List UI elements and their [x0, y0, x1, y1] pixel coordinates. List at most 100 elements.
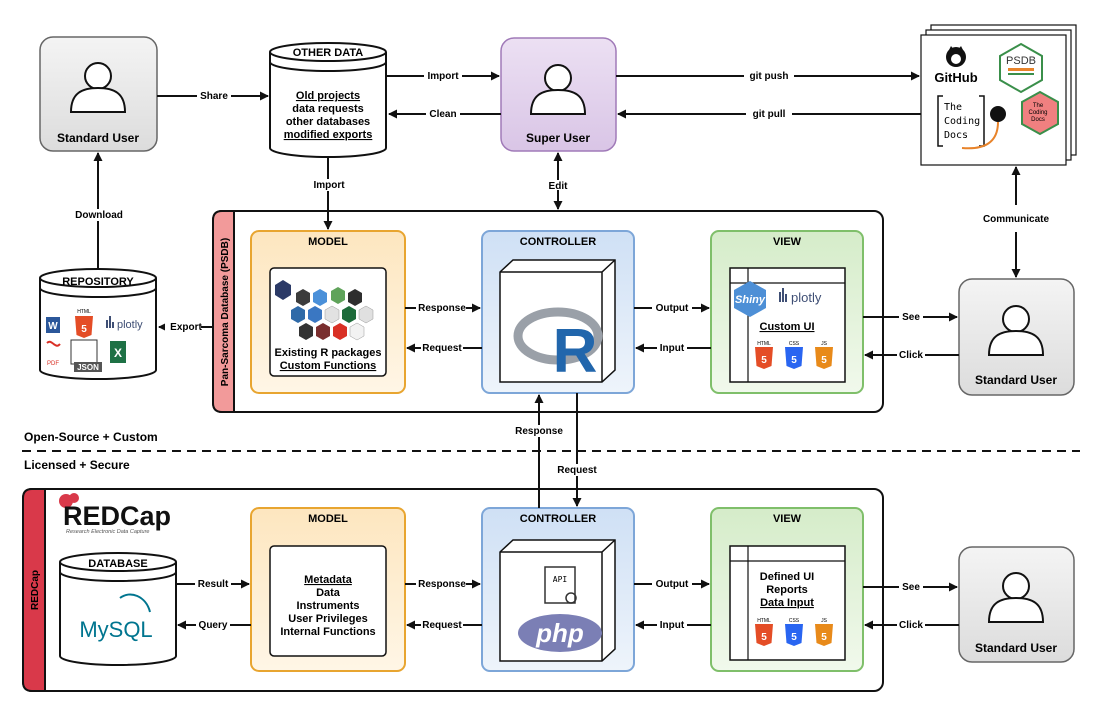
redcap-view-title: VIEW: [773, 513, 802, 525]
svg-text:PSDB: PSDB: [1006, 55, 1036, 67]
svg-text:CSS: CSS: [789, 341, 800, 347]
edge-label-see-bot: See: [902, 582, 920, 593]
svg-text:HTML: HTML: [77, 309, 91, 315]
svg-text:PDF: PDF: [47, 361, 59, 367]
other-data-line-1: data requests: [292, 103, 364, 115]
psdb-view-title: VIEW: [773, 236, 802, 248]
psdb-model-line-1: Custom Functions: [280, 360, 377, 372]
edge-label-output-bot: Output: [656, 579, 689, 590]
redcap-logo: REDCap Research Electronic Data Capture: [59, 493, 171, 535]
red-hex-logo: The Coding Docs: [1021, 90, 1059, 136]
shiny-logo-icon: Shiny: [734, 281, 766, 317]
redcap-side-label: REDCap: [30, 570, 41, 610]
svg-text:Docs: Docs: [944, 130, 968, 141]
svg-text:The: The: [944, 102, 962, 113]
svg-text:CSS: CSS: [789, 618, 800, 624]
edge-label-clean: Clean: [429, 109, 456, 120]
edge-label-query: Query: [199, 620, 228, 631]
redcap-model-line-1: Data: [316, 587, 341, 599]
svg-text:API: API: [553, 575, 568, 584]
word-icon: [46, 317, 60, 333]
github-docs-node: GitHub PSDB The Coding Docs The Coding D…: [920, 24, 1077, 166]
plotly-logo-icon: plotly: [779, 288, 822, 305]
svg-text:plotly: plotly: [791, 290, 822, 305]
html-css-js-icons: HTML CSS JS: [755, 618, 833, 646]
edge-label-git-pull: git pull: [753, 109, 786, 120]
other-data-node: OTHER DATA Old projects data requests ot…: [269, 42, 387, 158]
svg-text:HTML: HTML: [757, 618, 771, 624]
repository-title: REPOSITORY: [62, 276, 134, 288]
psdb-hex-logo: PSDB: [999, 42, 1043, 94]
svg-text:The: The: [1033, 103, 1044, 109]
svg-text:JSON: JSON: [77, 363, 99, 372]
super-user-label: Super User: [526, 131, 590, 145]
repository-node: REPOSITORY W HTML plotly PDF JSON X: [39, 268, 157, 380]
html5-icon: HTML: [75, 309, 93, 338]
edge-label-import-down: Import: [313, 180, 345, 191]
code-icon: [990, 106, 1006, 122]
edge-label-export: Export: [170, 322, 202, 333]
psdb-controller-title: CONTROLLER: [520, 236, 596, 248]
standard-user-top-label: Standard User: [57, 131, 139, 145]
svg-text:REDCap: REDCap: [63, 501, 171, 531]
redcap-view-line-2: Data Input: [760, 597, 814, 609]
excel-icon: [110, 341, 126, 363]
edge-label-see-top: See: [902, 312, 920, 323]
svg-text:X: X: [114, 346, 122, 360]
php-logo-icon: php: [518, 614, 602, 652]
edge-label-click-bot: Click: [899, 620, 923, 631]
standard-user-mid-node: Standard User: [958, 278, 1075, 396]
svg-text:JS: JS: [821, 341, 828, 347]
redcap-controller-panel: CONTROLLER API php: [481, 507, 635, 672]
redcap-view-line-0: Defined UI: [760, 571, 814, 583]
psdb-controller-panel: CONTROLLER R: [481, 230, 635, 394]
edge-label-click-top: Click: [899, 350, 923, 361]
redcap-model-panel: MODEL Metadata Data Instruments User Pri…: [250, 507, 406, 672]
other-data-line-3: modified exports: [284, 129, 373, 141]
svg-text:JS: JS: [821, 618, 828, 624]
psdb-view-panel: VIEW Shiny plotly Custom UI HTML CSS JS: [710, 230, 864, 394]
svg-text:HTML: HTML: [757, 341, 771, 347]
r-package-hex-icons: [275, 280, 374, 341]
psdb-model-line-0: Existing R packages: [275, 347, 382, 359]
edge-label-result: Result: [198, 579, 229, 590]
svg-text:Docs: Docs: [1031, 117, 1045, 123]
edge-label-response-top: Response: [418, 303, 466, 314]
svg-text:Research Electronic Data Captu: Research Electronic Data Capture: [66, 529, 149, 535]
svg-text:W: W: [48, 321, 58, 332]
standard-user-mid-label: Standard User: [975, 373, 1057, 387]
other-data-line-0: Old projects: [296, 90, 360, 102]
edge-label-share: Share: [200, 91, 228, 102]
edge-label-input-bot: Input: [660, 620, 685, 631]
database-node: DATABASE MySQL: [59, 552, 177, 666]
open-source-label: Open-Source + Custom: [24, 430, 158, 444]
svg-text:Coding: Coding: [1028, 110, 1047, 116]
svg-text:php: php: [535, 618, 584, 648]
mysql-logo-icon: MySQL: [79, 593, 153, 642]
redcap-model-title: MODEL: [308, 513, 348, 525]
edge-label-output-top: Output: [656, 303, 689, 314]
redcap-view-panel: VIEW Defined UI Reports Data Input HTML …: [710, 507, 864, 672]
github-label: GitHub: [934, 70, 977, 85]
edge-label-response-mid: Response: [515, 426, 563, 437]
svg-text:Shiny: Shiny: [735, 294, 766, 306]
standard-user-bottom-label: Standard User: [975, 641, 1057, 655]
svg-text:plotly: plotly: [117, 319, 143, 331]
super-user-node: Super User: [500, 37, 617, 152]
edge-label-input-top: Input: [660, 343, 685, 354]
edge-label-request-mid: Request: [557, 465, 597, 476]
redcap-model-line-4: Internal Functions: [280, 626, 375, 638]
other-data-title: OTHER DATA: [293, 47, 364, 59]
standard-user-bottom-node: Standard User: [958, 546, 1075, 663]
redcap-model-line-3: User Privileges: [288, 613, 368, 625]
plotly-icon: plotly: [106, 316, 143, 331]
edge-label-response-bot: Response: [418, 579, 466, 590]
r-logo-icon: R: [513, 307, 603, 386]
psdb-view-custom-ui: Custom UI: [760, 321, 815, 333]
licensed-secure-label: Licensed + Secure: [24, 458, 130, 472]
standard-user-top-node: Standard User: [39, 36, 158, 152]
edge-label-import-top: Import: [427, 71, 459, 82]
other-data-line-2: other databases: [286, 116, 370, 128]
edge-label-download: Download: [75, 210, 123, 221]
